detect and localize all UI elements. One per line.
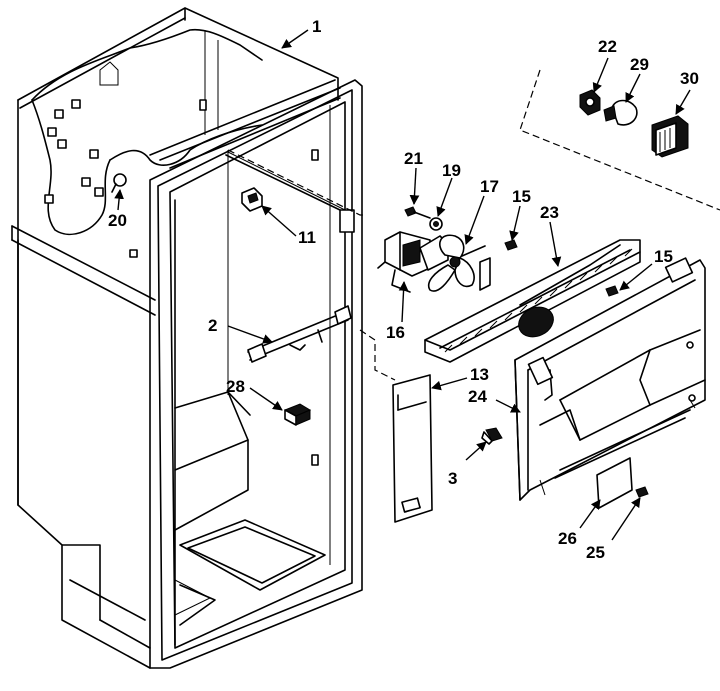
- leader-lines: [114, 29, 691, 541]
- callout-15-upper: 15: [512, 187, 531, 206]
- light-shield-part: [651, 115, 689, 158]
- callout-19: 19: [442, 161, 461, 180]
- cover-plate-part: [392, 374, 433, 523]
- liner-front-frame: [149, 79, 363, 669]
- cabinet-liner: [11, 7, 341, 669]
- callout-3: 3: [448, 469, 457, 488]
- callout-2: 2: [208, 316, 217, 335]
- callout-11: 11: [298, 228, 316, 247]
- small-plate-part: [596, 457, 633, 509]
- callout-28: 28: [226, 377, 245, 396]
- callout-17: 17: [480, 177, 499, 196]
- reference-line-fan: [227, 149, 365, 216]
- air-duct-part: [424, 239, 641, 363]
- rear-cover-panel: [514, 257, 706, 501]
- screw-25-part: [635, 486, 649, 498]
- lamp-socket-part: [579, 89, 601, 116]
- callout-29: 29: [630, 55, 649, 74]
- fan-motor-assembly: [377, 206, 619, 297]
- callout-25: 25: [586, 543, 605, 562]
- callout-26: 26: [558, 529, 577, 548]
- callout-1: 1: [312, 17, 321, 36]
- plug-part: [481, 427, 503, 445]
- callout-21: 21: [404, 149, 423, 168]
- callout-20: 20: [108, 211, 127, 230]
- callout-30: 30: [680, 69, 699, 88]
- callout-13: 13: [470, 365, 489, 384]
- wire-harness-part: [247, 305, 352, 363]
- callout-15-lower: 15: [654, 247, 673, 266]
- callout-23: 23: [540, 203, 559, 222]
- bracket-part: [241, 187, 263, 212]
- clip-part: [283, 403, 312, 426]
- callout-22: 22: [598, 37, 617, 56]
- callout-16: 16: [386, 323, 405, 342]
- screw-part: [111, 173, 127, 193]
- reference-line-cover: [359, 329, 396, 381]
- callout-24: 24: [468, 387, 487, 406]
- light-bulb-part: [603, 99, 638, 126]
